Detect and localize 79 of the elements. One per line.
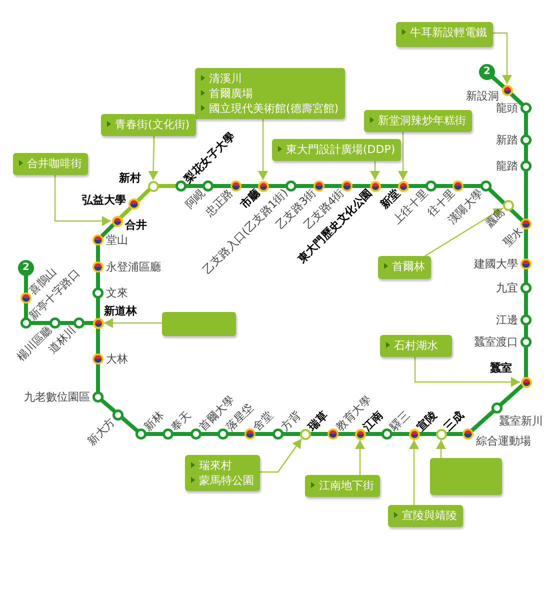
callout-text: 首爾廣場 [201, 86, 339, 101]
station-name: 三成 [441, 408, 466, 434]
station-name: 建國大學 [474, 258, 518, 270]
station-name: 梨花女子大學 [181, 130, 238, 186]
callout-box [13, 153, 88, 175]
station-name: 文來 [106, 286, 128, 300]
station-name: 江邊 [496, 314, 518, 326]
leader-line [424, 208, 504, 257]
station-marker [92, 318, 104, 328]
station-name: 宣陵 [414, 408, 440, 434]
callout-text: 石村湖水 [386, 338, 446, 353]
leader-line [370, 161, 380, 180]
station-name: 蠶室 [490, 362, 512, 374]
callout-box [378, 256, 431, 279]
callout-text: 牛耳新設輕電鐵 [402, 25, 487, 40]
station-name: 驛三 [387, 408, 412, 434]
station-name: 龍頭 [496, 102, 518, 114]
station-name: 合井 [125, 218, 147, 232]
leader-line [409, 440, 419, 505]
leader-line [436, 440, 446, 458]
leader-line [355, 440, 365, 475]
leader-line [258, 119, 268, 180]
callout-box [396, 22, 493, 47]
station-marker [502, 84, 512, 96]
station-name: 綜合運動場 [476, 434, 531, 448]
leader-line [493, 32, 512, 84]
leader-line [148, 136, 158, 180]
leader-line [398, 132, 408, 180]
station-name: 新踏 [496, 134, 518, 146]
leader-line [414, 357, 520, 387]
callout-box [185, 455, 260, 491]
callout-box [364, 110, 472, 132]
callout-box [380, 335, 452, 357]
callout-box [162, 312, 236, 336]
callout-text: 宣陵與靖陵 [394, 508, 457, 523]
line-badge: 2 [18, 260, 34, 276]
leader-line [54, 175, 111, 226]
station-name: 瑞草 [305, 408, 330, 434]
station-name: 蠶室渡口 [474, 336, 518, 348]
callout-text: 江南地下街 [311, 478, 374, 493]
station-name: 新設洞 [466, 90, 499, 102]
callout-text: 東大門設計廣場(DDP) [278, 142, 396, 157]
line-badge: 2 [479, 64, 495, 80]
callout-text: 首爾林 [384, 259, 425, 274]
station-marker [520, 376, 532, 388]
callout-box [272, 139, 402, 161]
callout-text: 清溪川 [201, 71, 339, 86]
station-name: 蠶室新川 [499, 414, 543, 428]
station-name: 新林 [141, 408, 166, 434]
callout-box [388, 505, 463, 527]
station-name: 新堂 [378, 186, 403, 212]
station-name: 堂山 [106, 234, 128, 246]
station-name: 永登浦區廳 [106, 260, 161, 274]
station-marker [112, 216, 122, 226]
station-name: 弘益大學 [82, 194, 126, 206]
leader-line [260, 438, 302, 473]
callout-box [195, 68, 345, 119]
station-name: 奉天 [168, 408, 194, 434]
callout-box [430, 458, 502, 495]
station-name: 新大方 [85, 415, 118, 448]
station-name: 大林 [106, 352, 128, 366]
callout-text: 蒙馬特公園 [191, 473, 254, 488]
callout-text: 瑞來村 [191, 458, 254, 473]
station-name: 新道林 [104, 304, 137, 318]
station-name: 新村 [119, 172, 141, 184]
station-name: 九老數位園區 [24, 390, 90, 404]
callout-box [101, 114, 196, 136]
callout-text: 合井咖啡街 [19, 156, 82, 171]
station-name: 九宜 [496, 282, 518, 294]
station-name: 江南 [360, 408, 386, 434]
station-marker [502, 200, 514, 210]
callout-text: 國立現代美術館(德壽宮館) [201, 101, 339, 116]
station-name: 方背 [278, 408, 304, 434]
callout-text: 青春街(文化街) [107, 117, 190, 132]
leader-line [104, 318, 162, 328]
callout-box [305, 475, 380, 497]
station-marker [148, 180, 158, 192]
station-name: 龍踏 [496, 160, 518, 172]
callout-text: 新堂洞辣炒年糕街 [370, 113, 466, 128]
